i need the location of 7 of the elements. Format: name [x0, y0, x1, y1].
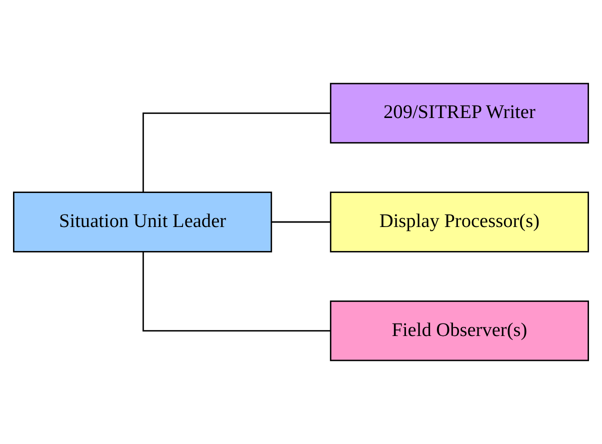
- connector: [142, 112, 330, 192]
- node-box: Display Processor(s): [330, 192, 589, 252]
- connector: [271, 221, 330, 223]
- node-box: Situation Unit Leader: [13, 192, 272, 252]
- node-box: Field Observer(s): [330, 300, 589, 362]
- node-box: 209/SITREP Writer: [330, 82, 589, 144]
- connector: [142, 252, 330, 332]
